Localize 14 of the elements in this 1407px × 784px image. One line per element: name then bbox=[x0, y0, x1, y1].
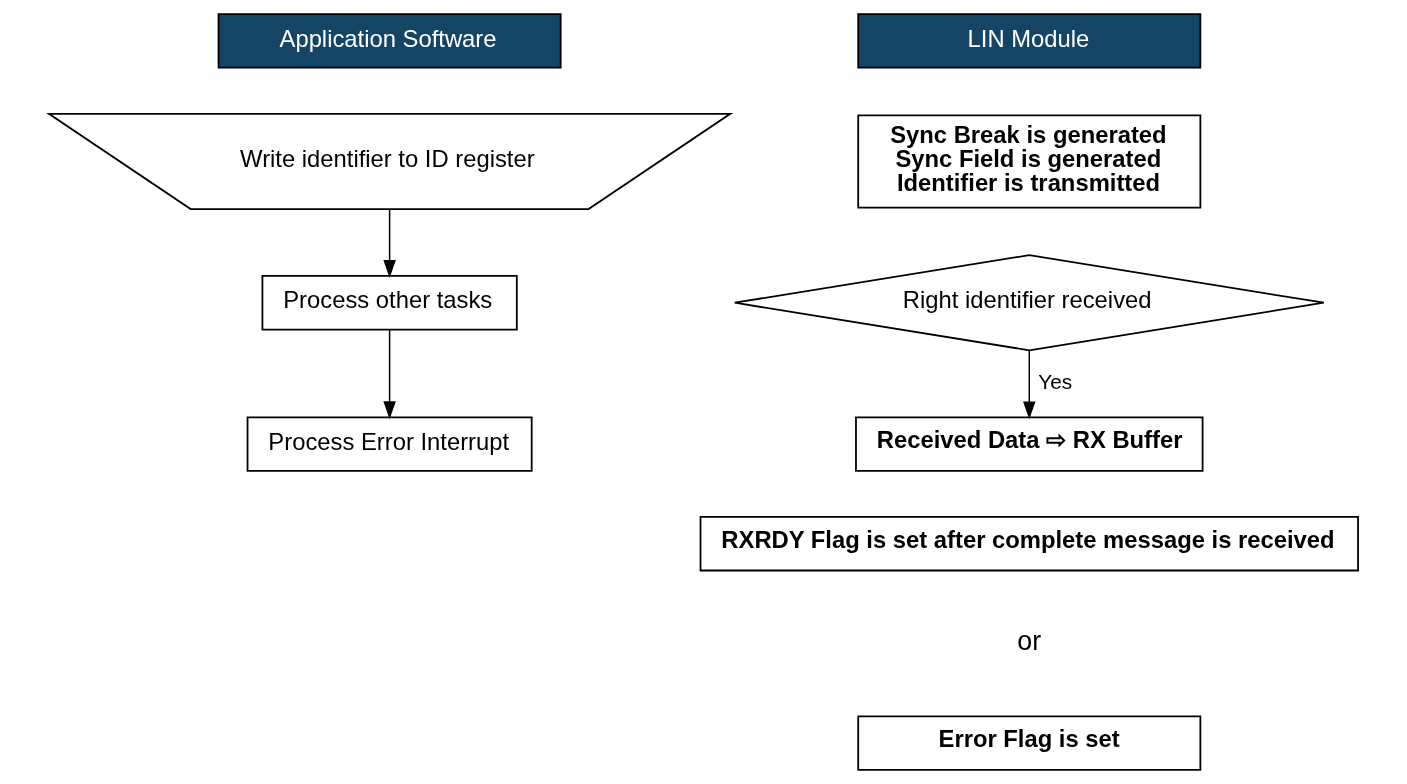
node-box: Process Error Interrupt bbox=[246, 416, 533, 472]
node-box: Application Software bbox=[217, 13, 562, 69]
label: or bbox=[1017, 625, 1042, 656]
node-box: Sync Break is generated Sync Field is generated Identifier is transmitted bbox=[857, 114, 1202, 209]
arrow bbox=[383, 328, 396, 420]
node-box: Received Data ⇨ RX Buffer bbox=[855, 416, 1204, 472]
node-diamond: Right identifier received bbox=[733, 254, 1325, 352]
edge-label: Yes bbox=[1038, 370, 1073, 394]
node-box: LIN Module bbox=[857, 13, 1202, 69]
node-box: Process other tasks bbox=[261, 275, 518, 331]
node-box: RXRDY Flag is set after complete message is received bbox=[699, 516, 1359, 572]
node-box: Error Flag is set bbox=[857, 715, 1202, 771]
arrow bbox=[383, 208, 396, 278]
arrow bbox=[1023, 349, 1036, 420]
